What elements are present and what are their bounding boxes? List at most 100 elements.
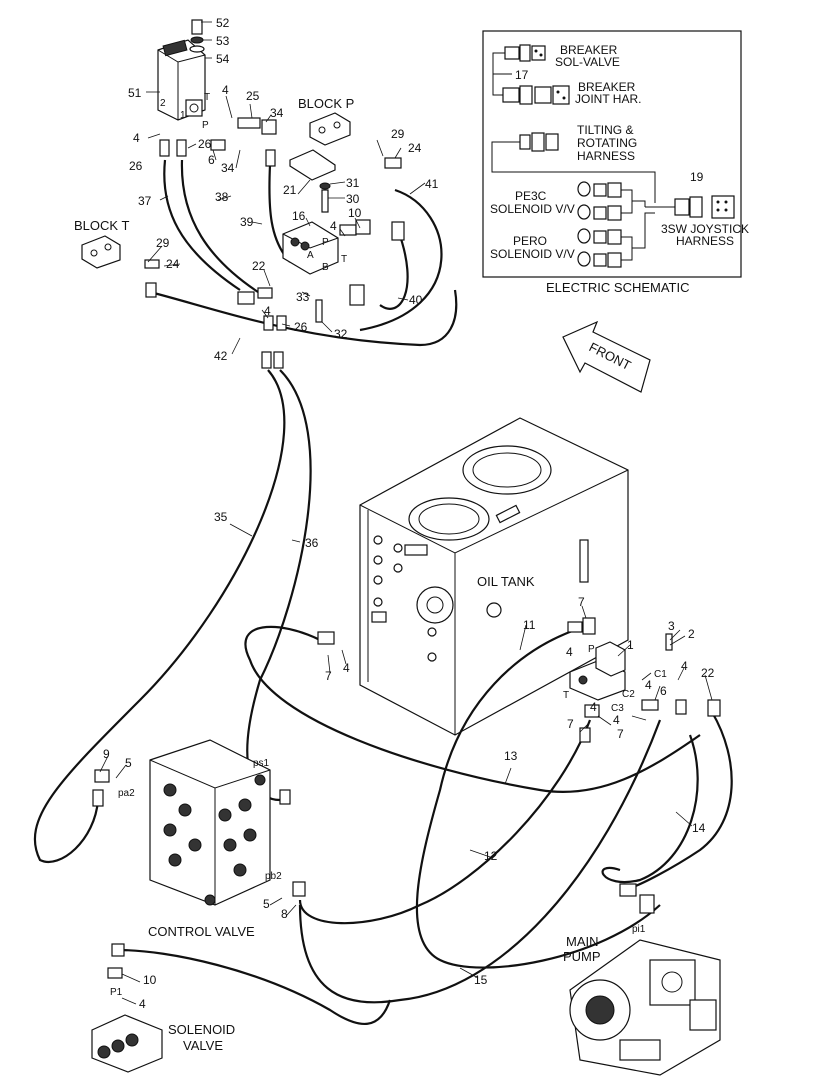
hose-35 bbox=[33, 369, 286, 863]
callout-16: 16 bbox=[292, 209, 306, 223]
hose-14 bbox=[601, 734, 699, 884]
block-p-label: BLOCK P bbox=[298, 96, 354, 111]
callout-4: 4 bbox=[681, 659, 688, 673]
port-p3: P bbox=[588, 644, 595, 655]
callout-4: 4 bbox=[330, 219, 337, 233]
joystick-label-2: HARNESS bbox=[676, 234, 734, 248]
callout-10: 10 bbox=[348, 206, 362, 220]
pe3c-label-2: SOLENOID V/V bbox=[490, 202, 575, 216]
hose-41 bbox=[359, 188, 443, 332]
callout-40: 40 bbox=[409, 293, 423, 307]
callout-6: 6 bbox=[660, 684, 667, 698]
callout-29: 29 bbox=[156, 236, 170, 250]
callout-15: 15 bbox=[474, 973, 488, 987]
callout-4: 4 bbox=[222, 83, 229, 97]
hose-11 bbox=[415, 628, 661, 969]
callout-31: 31 bbox=[346, 176, 360, 190]
callout-2: 2 bbox=[688, 627, 695, 641]
hose-12 bbox=[298, 719, 592, 925]
callout-10: 10 bbox=[143, 973, 157, 987]
port-labels: T P 2 1 P A B T P T C1 C2 C3 ps1 pa2 pb2… bbox=[110, 92, 667, 998]
washer-53-icon bbox=[190, 36, 204, 44]
hose-42 bbox=[149, 289, 458, 347]
joystick-assembly bbox=[157, 19, 206, 121]
block-p bbox=[309, 112, 351, 146]
callout-4: 4 bbox=[139, 997, 146, 1011]
callout-12: 12 bbox=[484, 849, 498, 863]
callout-numbers: 52 53 54 51 4 25 34 4 26 26 6 34 29 24 2… bbox=[103, 16, 715, 1011]
callout-22: 22 bbox=[252, 259, 266, 273]
callout-32: 32 bbox=[334, 327, 348, 341]
hose-36 bbox=[246, 369, 312, 802]
port-pb2: pb2 bbox=[265, 871, 282, 882]
pero-label-2: SOLENOID V/V bbox=[490, 247, 575, 261]
callout-4: 4 bbox=[264, 304, 271, 318]
callout-30: 30 bbox=[346, 192, 360, 206]
breaker-sol-label-2: SOL-VALVE bbox=[555, 55, 620, 69]
port-2: 2 bbox=[160, 98, 166, 109]
callout-39: 39 bbox=[240, 215, 254, 229]
manifold-16 bbox=[282, 221, 339, 275]
callout-33: 33 bbox=[296, 290, 310, 304]
port-t1: T bbox=[204, 92, 210, 103]
port-t3: T bbox=[563, 690, 569, 701]
hose-to-solenoid bbox=[117, 948, 392, 1025]
callout-11: 11 bbox=[523, 618, 536, 632]
callout-42: 42 bbox=[214, 349, 228, 363]
callout-22: 22 bbox=[701, 666, 715, 680]
callout-52: 52 bbox=[216, 16, 230, 30]
callout-34: 34 bbox=[221, 161, 235, 175]
breaker-joint-harness-connector-icon bbox=[502, 85, 570, 105]
pero-label-1: PERO bbox=[513, 234, 547, 248]
oil-tank-label: OIL TANK bbox=[477, 574, 535, 589]
callout-7: 7 bbox=[325, 669, 332, 683]
callout-9: 9 bbox=[103, 747, 110, 761]
callout-51: 51 bbox=[128, 86, 142, 100]
leader-lines bbox=[99, 21, 713, 1005]
callout-5: 5 bbox=[263, 897, 270, 911]
callout-8: 8 bbox=[281, 907, 288, 921]
callout-54: 54 bbox=[216, 52, 230, 66]
tilting-label-2: ROTATING bbox=[577, 136, 637, 150]
hose-38 bbox=[180, 159, 259, 293]
port-c2: C2 bbox=[622, 689, 635, 700]
callout-13: 13 bbox=[504, 749, 518, 763]
pe3c-label-1: PE3C bbox=[515, 189, 547, 203]
electric-schematic-title: ELECTRIC SCHEMATIC bbox=[546, 280, 690, 295]
main-pump bbox=[569, 939, 721, 1076]
port-p1: P bbox=[202, 120, 209, 131]
callout-4: 4 bbox=[343, 661, 350, 675]
callout-26: 26 bbox=[198, 137, 212, 151]
callout-37: 37 bbox=[138, 194, 152, 208]
callout-21: 21 bbox=[283, 183, 297, 197]
callout-4: 4 bbox=[613, 713, 620, 727]
hose-40 bbox=[379, 229, 409, 310]
breaker-joint-label-2: JOINT HAR. bbox=[575, 92, 641, 106]
callout-26: 26 bbox=[129, 159, 143, 173]
port-1: 1 bbox=[180, 110, 186, 121]
control-valve-label: CONTROL VALVE bbox=[148, 924, 255, 939]
callout-7: 7 bbox=[567, 717, 574, 731]
callout-53: 53 bbox=[216, 34, 230, 48]
tank-ports bbox=[371, 535, 437, 662]
tilting-label-1: TILTING & bbox=[577, 123, 633, 137]
callout-36: 36 bbox=[305, 536, 319, 550]
callout-38: 38 bbox=[215, 190, 229, 204]
tilting-rotating-harness-connector-icon bbox=[519, 132, 559, 152]
mount-plate-21 bbox=[289, 149, 336, 213]
fittings bbox=[92, 117, 721, 979]
joystick-label-1: 3SW JOYSTICK bbox=[661, 222, 749, 236]
hose-22-right bbox=[629, 711, 733, 890]
port-t2: T bbox=[341, 254, 347, 265]
solenoid-valve-label-2: VALVE bbox=[183, 1038, 223, 1053]
port-b: B bbox=[322, 262, 329, 273]
callout-24: 24 bbox=[166, 257, 180, 271]
electric-schematic-panel: BREAKER SOL-VALVE 17 BREAKER JOINT HAR. … bbox=[482, 30, 749, 278]
breaker-solenoid-block bbox=[569, 641, 626, 701]
callout-7: 7 bbox=[578, 595, 585, 609]
callout-26: 26 bbox=[294, 320, 308, 334]
hose-37 bbox=[163, 159, 241, 291]
oil-tank: OIL TANK bbox=[359, 417, 629, 736]
port-pi1: pi1 bbox=[632, 924, 646, 935]
